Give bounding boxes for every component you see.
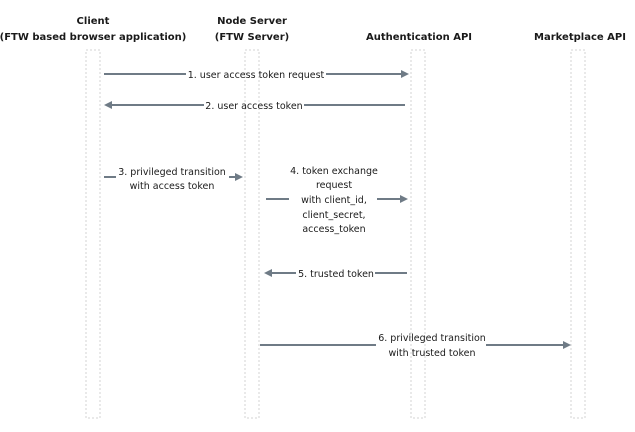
participant-auth-name: Authentication API: [366, 32, 472, 43]
message-3-arrow: [104, 173, 243, 181]
message-4-label-line1: 4. token exchange: [290, 166, 378, 177]
message-5-arrow: [264, 269, 407, 277]
message-6-label-line2: with trusted token: [389, 348, 476, 359]
message-1-arrow: [104, 70, 409, 78]
message-6-label-line1: 6. privileged transition: [378, 333, 486, 344]
message-4-label-line5: access_token: [302, 224, 365, 235]
message-2-arrow: [104, 101, 405, 109]
message-5-label: 5. trusted token: [298, 269, 374, 280]
message-4-arrow: [266, 195, 408, 203]
message-4-label-line2: request: [316, 180, 352, 191]
message-6-arrow: [260, 341, 571, 349]
participant-client-subtitle: (FTW based browser application): [0, 32, 186, 43]
message-2-label: 2. user access token: [205, 101, 302, 112]
participant-node-name: Node Server: [217, 16, 287, 27]
lifeline-auth: [410, 49, 426, 419]
lifeline-node: [244, 49, 260, 419]
participant-client-name: Client: [77, 16, 110, 27]
participant-market-name: Marketplace API: [534, 32, 626, 43]
message-1-label: 1. user access token request: [188, 70, 325, 81]
lifeline-client: [85, 49, 101, 419]
message-3-label-line1: 3. privileged transition: [118, 167, 226, 178]
lifeline-market: [570, 49, 586, 419]
message-4-label-line3: with client_id,: [301, 195, 367, 206]
message-4-label-line4: client_secret,: [302, 210, 365, 221]
message-3-label-line2: with access token: [130, 181, 215, 192]
participant-node-subtitle: (FTW Server): [215, 32, 289, 43]
